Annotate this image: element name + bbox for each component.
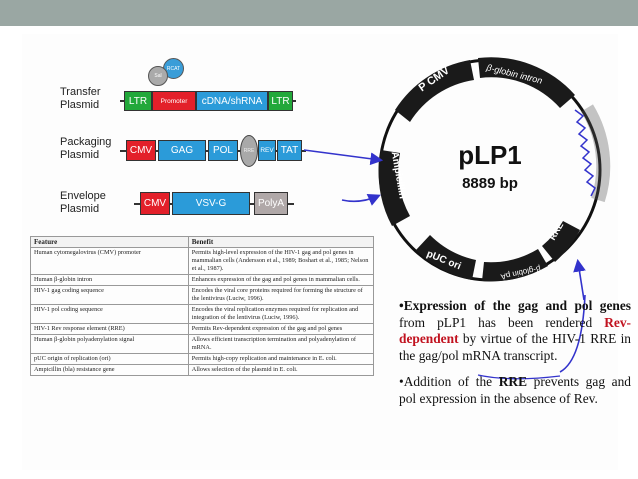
annotation-arrow-ampicillin [341,194,381,206]
envelope-vsvg: VSV-G [172,192,250,215]
segment-bglobin-pa [482,249,548,282]
packaging-label-line1: Packaging [60,136,112,148]
transfer-ltr-left: LTR [124,91,152,111]
promoter-text: Promoter [160,97,188,105]
benefit-cell: Permits high-copy replication and mainte… [187,353,375,365]
rev-text: REV [260,147,274,154]
annotation-arrow-packaging [303,149,384,166]
benefit-cell: Encodes the viral core proteins required… [187,285,375,305]
bubble-sal-text: Sal [154,73,162,79]
benefit-cell: Allows selection of the plasmid in E. co… [187,364,375,376]
benefit-cell: Permits Rev-dependent expression of the … [187,323,375,335]
packaging-rre: RRE [240,135,258,167]
feature-table: Feature Benefit Human cytomegalovirus (C… [30,236,375,376]
segment-pcmv [395,60,474,122]
packaging-plasmid-label: Packaging Plasmid [60,136,111,162]
transfer-promoter: Promoter [152,91,196,111]
bubble-rcat-text: RCAT [166,65,181,72]
packaging-gag: GAG [158,140,206,161]
annotation-underline-rre [477,374,561,380]
feature-cell: Human β-globin intron [30,274,189,286]
table-row: HIV-1 Rev response element (RRE)Permits … [30,323,375,335]
feature-cell: HIV-1 gag coding sequence [30,285,189,305]
annotation-scribble-gagpol [574,109,596,197]
annotation-arrow-rre [559,294,586,373]
packaging-label-line2: Plasmid [60,149,100,161]
bullet2-end: prevents gag and pol expression in the a… [399,374,631,406]
transfer-ltr-right: LTR [268,91,293,111]
segment-gag-pol [580,104,611,203]
plasmid-name: pLP1 [458,140,522,170]
rev-dependent-highlight: Rev-dependent [399,314,631,347]
segment-ampicillin [378,150,410,226]
header-feature: Feature [30,236,189,248]
tat-text: TAT [280,145,299,156]
segment-rre [542,221,580,262]
feature-cell: HIV-1 Rev response element (RRE) [30,323,189,335]
bullet2-rre: RRE [498,374,528,389]
segment-bglobin-intron [478,57,575,108]
benefit-cell: Encodes the viral replication enzymes re… [187,304,375,324]
pol-text: POL [212,145,233,156]
benefit-cell: Permits high-level expression of the HIV… [187,247,375,275]
transfer-label-line1: Transfer [60,86,101,98]
segment-puc-ori [416,235,476,280]
slide-header-bar [0,0,638,26]
transfer-cdna: cDNA/shRNA [196,91,268,111]
feature-cell: HIV-1 pol coding sequence [30,304,189,324]
header-benefit: Benefit [187,236,375,248]
benefit-cell: Allows efficient transcription terminati… [187,334,375,354]
transfer-plasmid-label: Transfer Plasmid [60,86,101,112]
packaging-rev: REV [258,140,276,161]
feature-cell: Human β-globin polyadenylation signal [30,334,189,354]
polya-text: PolyA [257,198,285,209]
bullet1-mid: from pLP1 has been rendered [399,314,605,330]
annotation-arrow-rre-head [573,258,586,301]
packaging-cmv-text: CMV [129,145,153,156]
explanation-text: •Expression of the gag and pol genes fro… [399,298,631,417]
packaging-pol: POL [208,140,238,161]
ltr-left-text: LTR [128,95,148,107]
vsvg-text: VSV-G [195,198,227,209]
envelope-label-line1: Envelope [60,190,106,202]
feature-cell: pUC origin of replication (ori) [30,353,189,365]
benefit-cell: Enhances expression of the gag and pol g… [187,274,375,286]
feature-cell: Ampicillin (bla) resistance gene [30,364,189,376]
envelope-cmv-text: CMV [143,198,167,209]
envelope-label-line2: Plasmid [60,203,100,215]
bullet-rev-dependent: •Expression of the gag and pol genes fro… [399,298,631,364]
envelope-cmv: CMV [140,192,170,215]
packaging-cmv: CMV [126,140,156,161]
feature-cell: Human cytomegalovirus (CMV) promoter [30,247,189,275]
feature-table-header: Feature Benefit [30,236,375,248]
gag-text: GAG [170,145,194,156]
bullet1-end: by virtue of the HIV-1 RRE in the gag/po… [399,331,631,363]
rre-text: RRE [243,148,255,154]
envelope-polya: PolyA [254,192,288,215]
ltr-right-text: LTR [271,95,290,107]
packaging-tat: TAT [277,140,302,161]
transfer-label-line2: Plasmid [60,99,100,111]
bullet2-lead: •Addition of the [399,374,499,389]
plasmid-size: 8889 bp [462,175,518,192]
bullet1-lead: •Expression of the gag and pol genes [399,298,631,313]
envelope-plasmid-label: Envelope Plasmid [60,190,106,216]
table-row: pUC origin of replication (ori)Permits h… [30,353,375,365]
cdna-text: cDNA/shRNA [201,95,263,107]
transfer-bubble-sal: Sal [148,66,168,86]
bullet-rre-addition: •Addition of the RRE prevents gag and po… [399,374,631,407]
